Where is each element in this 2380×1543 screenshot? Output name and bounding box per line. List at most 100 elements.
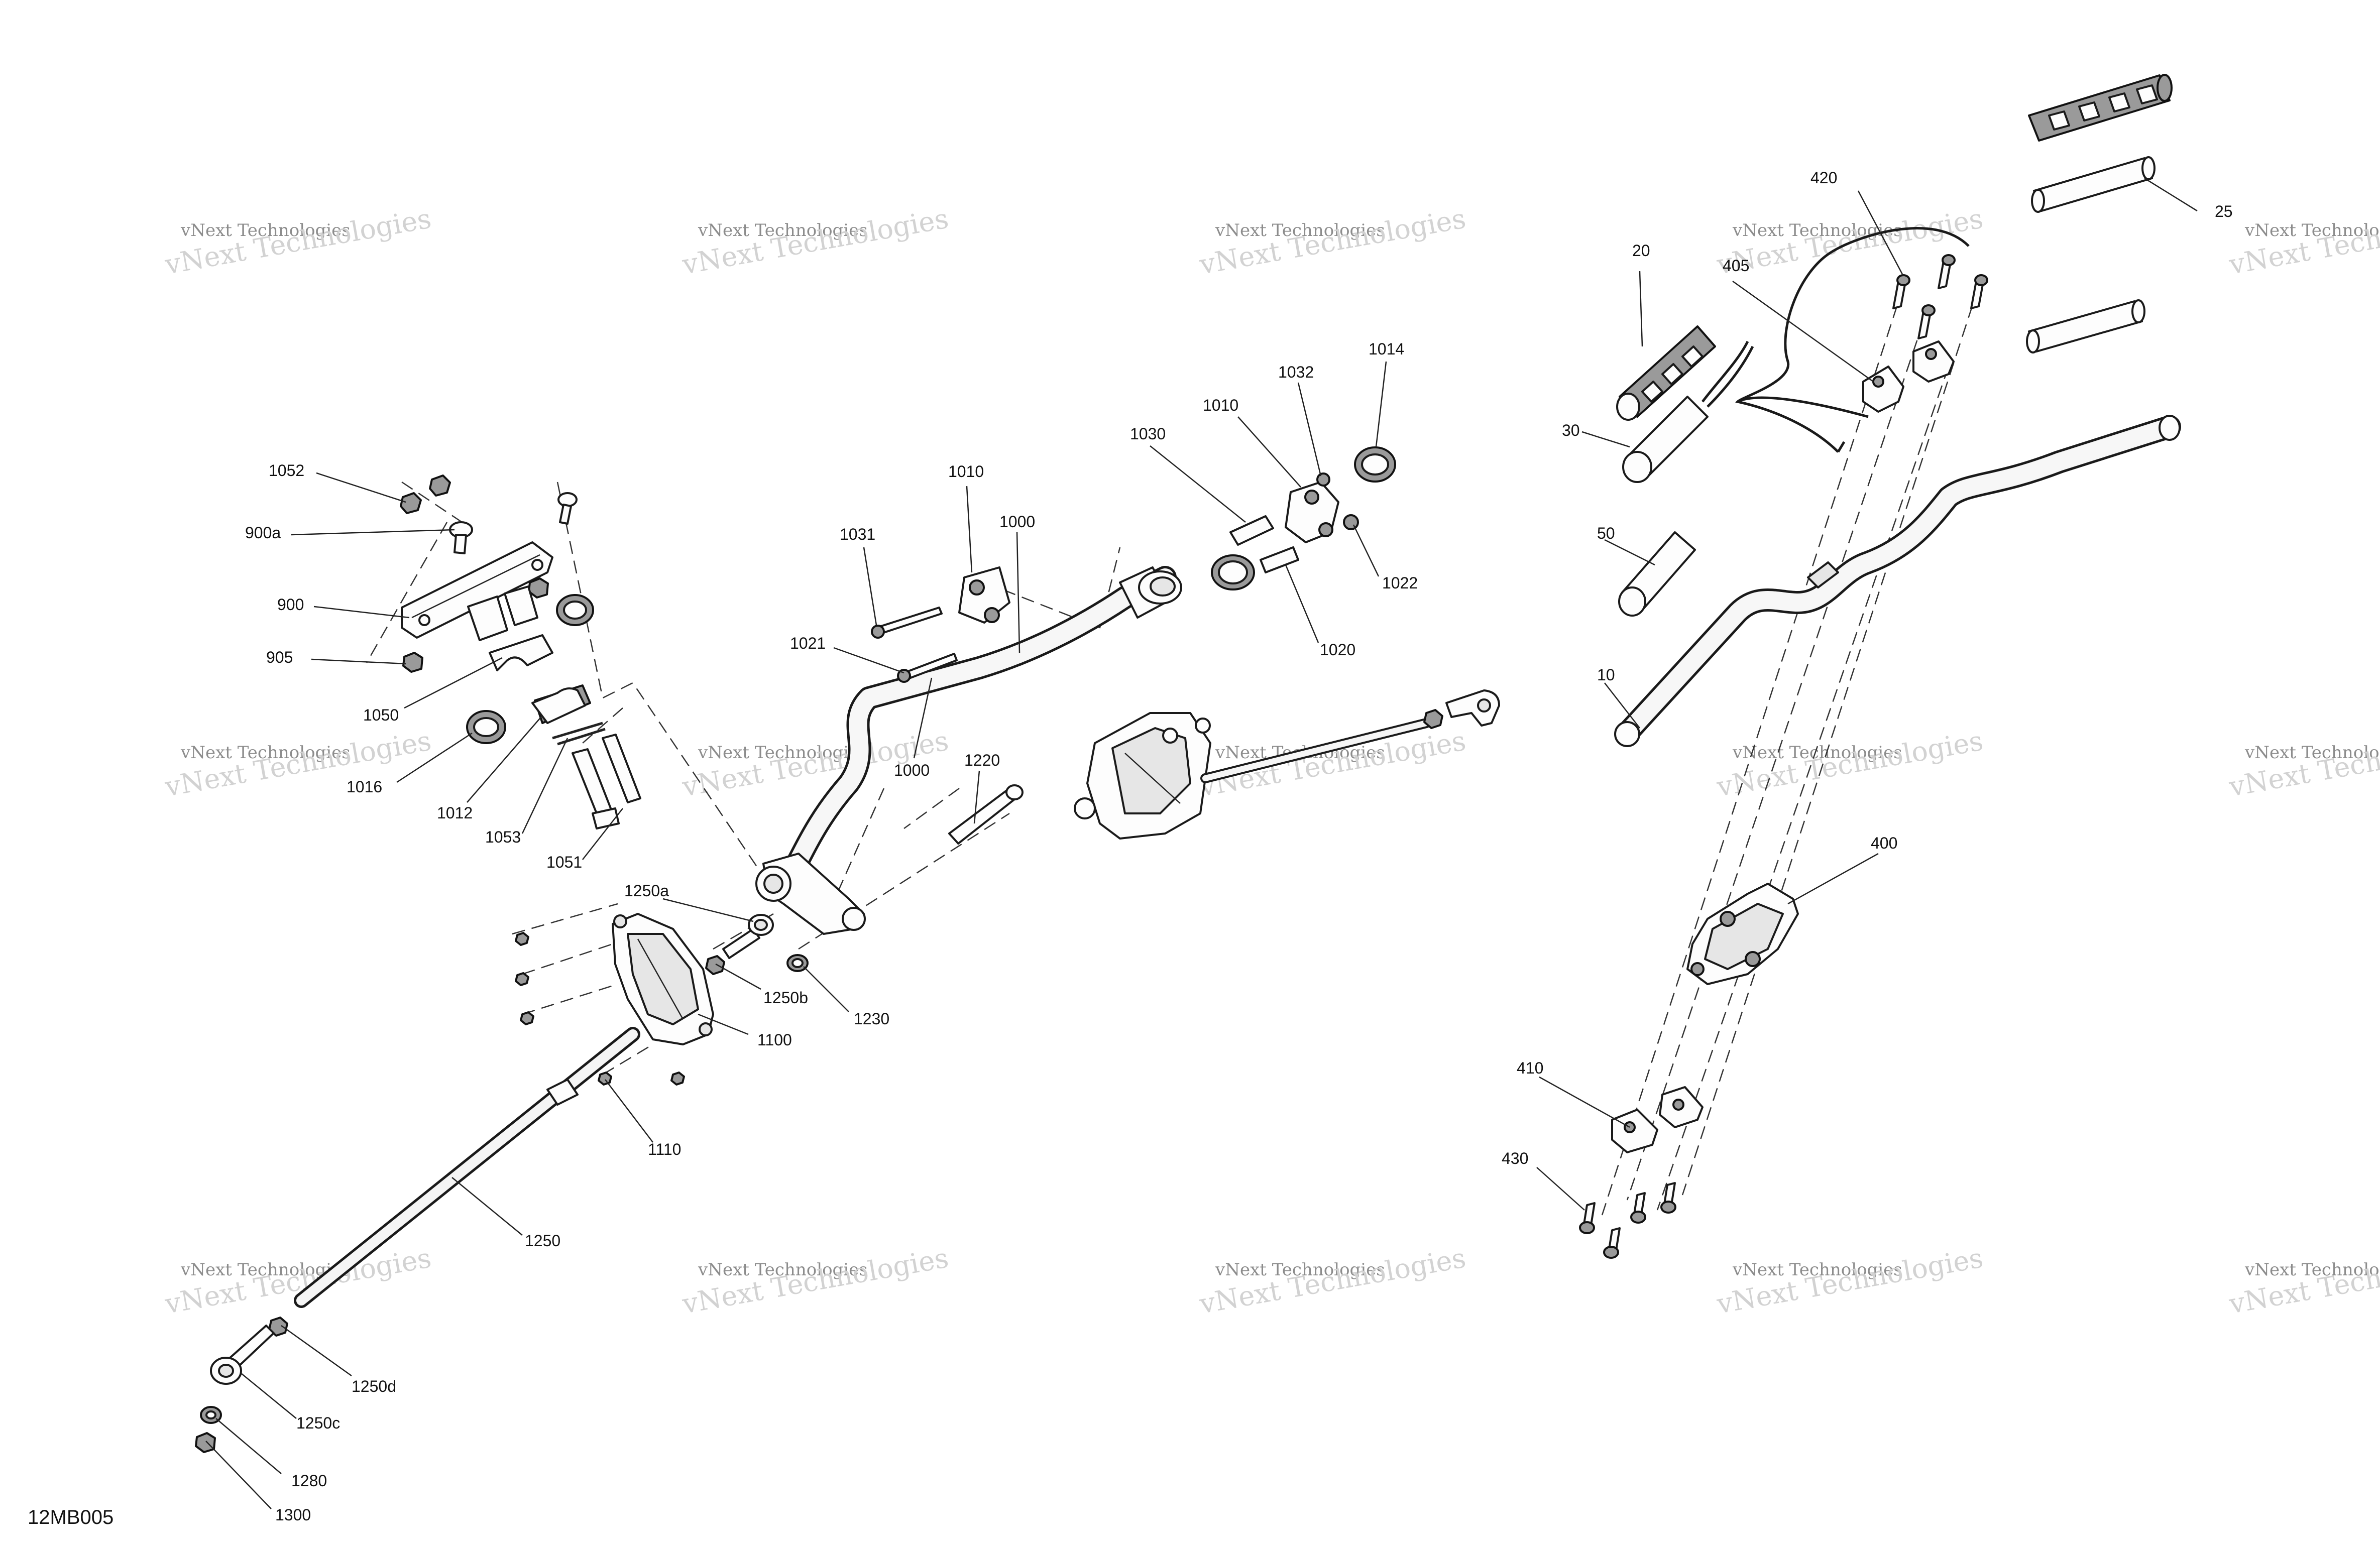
label-1280: 1280	[291, 1472, 327, 1490]
bolt-1250a	[722, 914, 774, 959]
label-1230: 1230	[854, 1010, 889, 1028]
label-1300: 1300	[275, 1506, 311, 1524]
label-1100: 1100	[757, 1031, 792, 1049]
svg-text:vNext Technologies: vNext Technologies	[1197, 202, 1468, 280]
watermark: vNext Technologies vNext Technologies	[2226, 725, 2380, 802]
svg-text:vNext Technologies: vNext Technologies	[698, 743, 868, 763]
assembly-line	[1601, 286, 1904, 1216]
svg-text:vNext Technologies: vNext Technologies	[1732, 220, 1902, 241]
assembly-line	[401, 481, 463, 523]
seal-1014	[1354, 446, 1396, 483]
riser-400	[1686, 883, 1799, 985]
svg-text:vNext Technologies: vNext Technologies	[1732, 743, 1902, 763]
assembly-line	[713, 913, 774, 950]
label-405: 405	[1723, 257, 1749, 275]
svg-text:vNext Technologies: vNext Technologies	[162, 202, 433, 280]
svg-text:vNext Technologies: vNext Technologies	[2244, 1260, 2380, 1280]
label-1020: 1020	[1320, 641, 1355, 659]
steering-arm-1000	[755, 566, 1182, 935]
svg-text:vNext Technologies: vNext Technologies	[698, 220, 868, 241]
pin-1020	[1260, 546, 1299, 573]
callout-labels: 1052 900a 900 905 1050 1016 1012 1053 10…	[245, 169, 2233, 1524]
assembly-line	[522, 943, 613, 975]
label-1051: 1051	[546, 853, 582, 871]
svg-text:vNext Technologies: vNext Technologies	[1197, 725, 1468, 802]
clamp-1050	[489, 634, 553, 671]
bushing-upper	[467, 585, 538, 641]
grip-20	[1616, 325, 1716, 421]
svg-text:vNext Technologies: vNext Technologies	[1197, 1242, 1468, 1320]
label-1014: 1014	[1369, 340, 1404, 358]
label-1032: 1032	[1278, 363, 1314, 381]
label-1110: 1110	[648, 1140, 681, 1158]
assembly-line	[1626, 321, 1924, 1201]
washer-1053	[552, 722, 606, 746]
label-1050: 1050	[363, 706, 399, 724]
label-10: 10	[1597, 666, 1615, 684]
svg-text:vNext Technologies: vNext Technologies	[1215, 220, 1385, 241]
svg-text:vNext Technologies: vNext Technologies	[2226, 1242, 2380, 1320]
label-30: 30	[1562, 421, 1580, 439]
clamp-1010-left	[958, 566, 1010, 624]
watermark: vNext Technologies vNext Technologies	[2226, 202, 2380, 280]
watermark: vNext Technologies vNext Technologies	[162, 725, 433, 802]
label-1010: 1010	[1203, 396, 1238, 414]
label-410: 410	[1517, 1059, 1543, 1077]
watermark: vNext Technologies vNext Technologies	[679, 1242, 951, 1320]
label-1000: 1000	[894, 761, 930, 779]
label-905: 905	[266, 648, 293, 666]
watermark: vNext Technologies vNext Technologies	[679, 202, 951, 280]
svg-text:vNext Technologies: vNext Technologies	[2226, 202, 2380, 280]
watermark: vNext Technologies vNext Technologies	[1197, 725, 1468, 802]
clamp-1012	[531, 684, 591, 724]
label-1053: 1053	[485, 828, 521, 846]
bolts-430	[1579, 1182, 1676, 1259]
svg-text:vNext Technologies: vNext Technologies	[162, 1242, 433, 1320]
label-1021: 1021	[790, 634, 826, 652]
svg-text:vNext Technologies: vNext Technologies	[2226, 725, 2380, 802]
label-1250d: 1250d	[352, 1377, 396, 1395]
diagram-code: 12MB005	[28, 1506, 114, 1528]
watermark: vNext Technologies vNext Technologies	[1714, 1242, 1985, 1320]
watermark: vNext Technologies vNext Technologies	[1197, 202, 1468, 280]
label-50: 50	[1597, 524, 1615, 542]
wire-harness	[1735, 227, 1970, 453]
screws-1110	[515, 932, 685, 1086]
grip-top	[2028, 74, 2173, 142]
clamps-410	[1611, 1086, 1704, 1153]
label-900a: 900a	[245, 524, 281, 542]
clamp-1010-right	[1285, 481, 1339, 543]
tie-rod-upper	[1200, 689, 1500, 783]
label-1016: 1016	[347, 778, 382, 796]
label-1000: 1000	[999, 513, 1035, 531]
bolt-1031	[871, 607, 943, 639]
assembly-line	[522, 983, 618, 1015]
nut-1250b	[705, 955, 725, 975]
label-1031: 1031	[840, 525, 875, 543]
handlebar-clamp-assembly	[400, 474, 641, 829]
steering-cover-middle	[1074, 712, 1211, 840]
rod-end-1250c	[210, 1325, 275, 1385]
seal-center	[1211, 554, 1255, 590]
label-1030: 1030	[1130, 425, 1166, 443]
svg-text:vNext Technologies: vNext Technologies	[162, 725, 433, 802]
svg-text:vNext Technologies: vNext Technologies	[1215, 1260, 1385, 1280]
label-1250: 1250	[525, 1232, 560, 1250]
label-1250c: 1250c	[296, 1414, 340, 1432]
assembly-line	[1656, 366, 1950, 1211]
label-1010: 1010	[948, 462, 984, 481]
svg-text:vNext Technologies: vNext Technologies	[1732, 1260, 1902, 1280]
sleeve-50	[1618, 531, 1696, 617]
grip-heated-25	[2031, 156, 2156, 213]
nut-1300	[195, 1432, 216, 1453]
watermark: vNext Technologies vNext Technologies	[1197, 1242, 1468, 1320]
nut-1022	[1343, 514, 1359, 530]
label-25: 25	[2215, 202, 2233, 220]
bolt-900a	[449, 521, 473, 554]
pin-1030	[1229, 515, 1274, 546]
label-900: 900	[277, 596, 304, 614]
label-400: 400	[1871, 834, 1897, 852]
steering-cover-1100	[612, 913, 714, 1045]
washer-1230	[786, 954, 809, 972]
